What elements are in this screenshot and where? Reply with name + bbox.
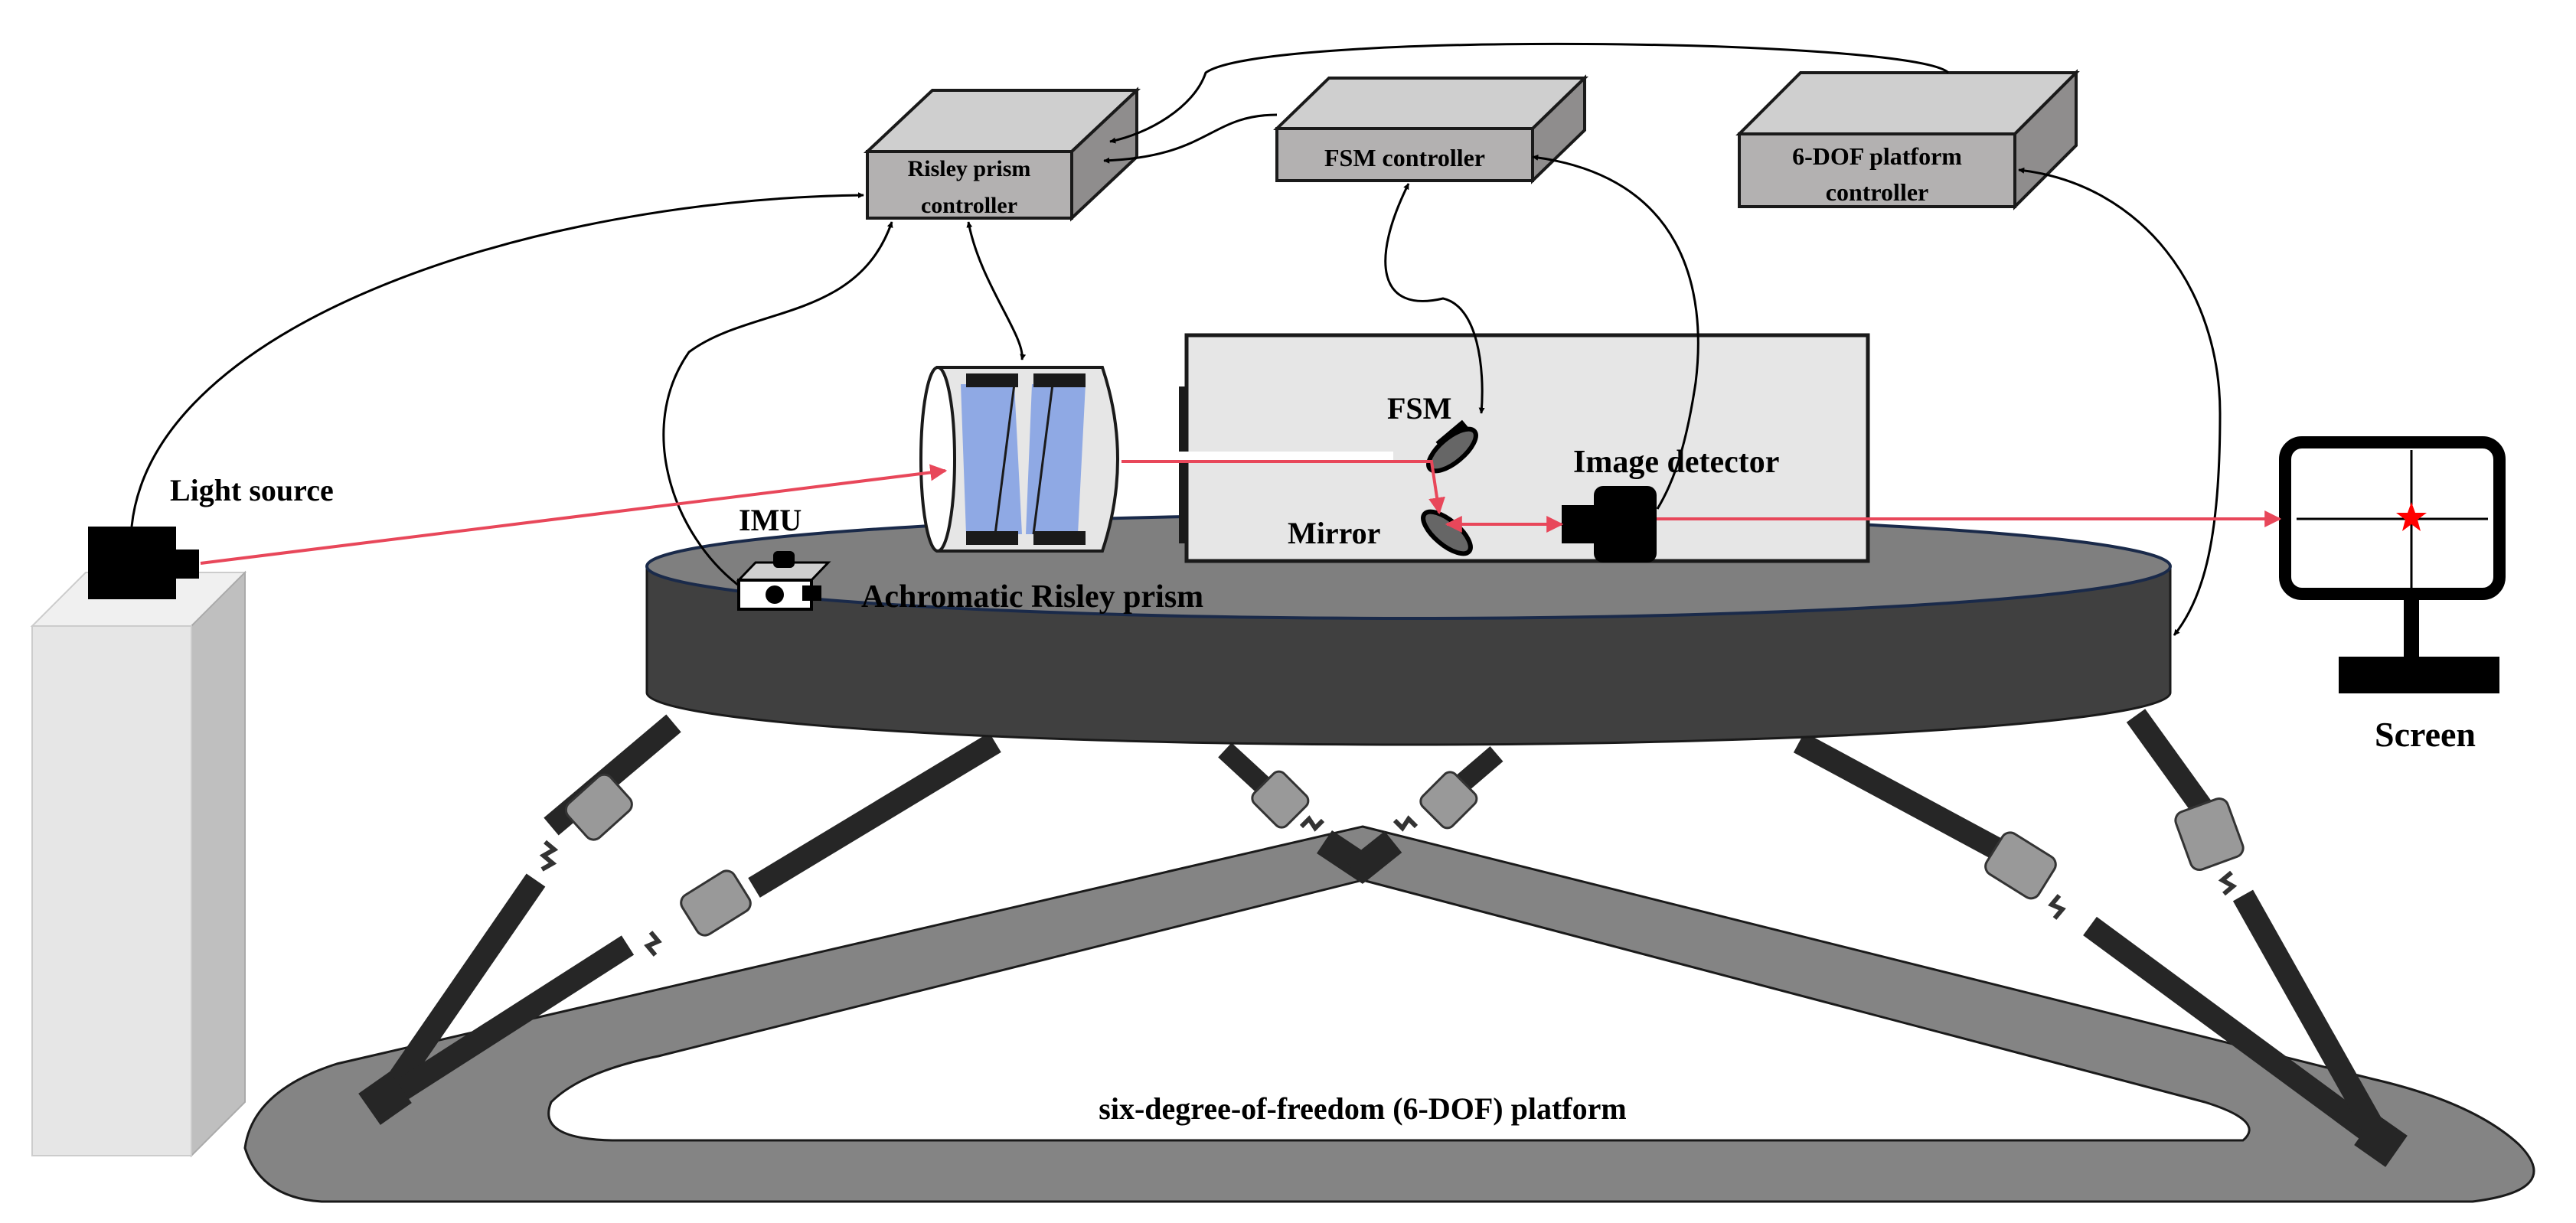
platform-controller-label-1: 6-DOF platform	[1792, 142, 1962, 170]
risley-prism-controller	[863, 86, 1141, 222]
imu	[736, 551, 831, 611]
risley-controller-label-2: controller	[921, 193, 1017, 218]
platform-controller	[1735, 69, 2080, 210]
wire-platform	[2018, 167, 2222, 636]
optical-beam	[200, 452, 2282, 565]
light-source-stand	[30, 570, 247, 1158]
imu-label: IMU	[739, 503, 802, 537]
fsm-label: FSM	[1387, 391, 1451, 426]
wire-detector	[1532, 154, 1699, 510]
mirror-label: Mirror	[1288, 516, 1380, 550]
fsm-controller-label: FSM controller	[1324, 144, 1485, 171]
platform-controller-label-2: controller	[1826, 178, 1928, 206]
wire-fsm-to-risley	[1103, 113, 1278, 164]
wire-imu	[662, 221, 893, 587]
wire-light-source	[130, 192, 864, 527]
screen-label: Screen	[2375, 715, 2476, 754]
platform-base	[243, 825, 2535, 1203]
risley-prism	[919, 366, 1119, 553]
fsm	[1426, 419, 1478, 474]
star-icon	[2396, 502, 2427, 531]
wire-platform-to-risley	[1109, 42, 1950, 144]
light-source-label: Light source	[170, 473, 334, 507]
control-wiring	[130, 42, 2222, 636]
wire-prism	[966, 221, 1027, 360]
risley-controller-label-1: Risley prism	[908, 156, 1031, 181]
image-detector-label: Image detector	[1573, 445, 1779, 480]
labels: Risley prism controller FSM controller 6…	[170, 142, 2476, 1126]
risley-prism-label: Achromatic Risley prism	[861, 579, 1203, 615]
platform-legs	[358, 709, 2408, 1167]
screen	[2279, 436, 2506, 693]
light-source	[88, 527, 199, 599]
platform-label: six-degree-of-freedom (6-DOF) platform	[1099, 1091, 1626, 1126]
wire-fsm	[1384, 183, 1485, 414]
fsm-controller	[1273, 74, 1588, 184]
image-detector	[1562, 486, 1657, 563]
